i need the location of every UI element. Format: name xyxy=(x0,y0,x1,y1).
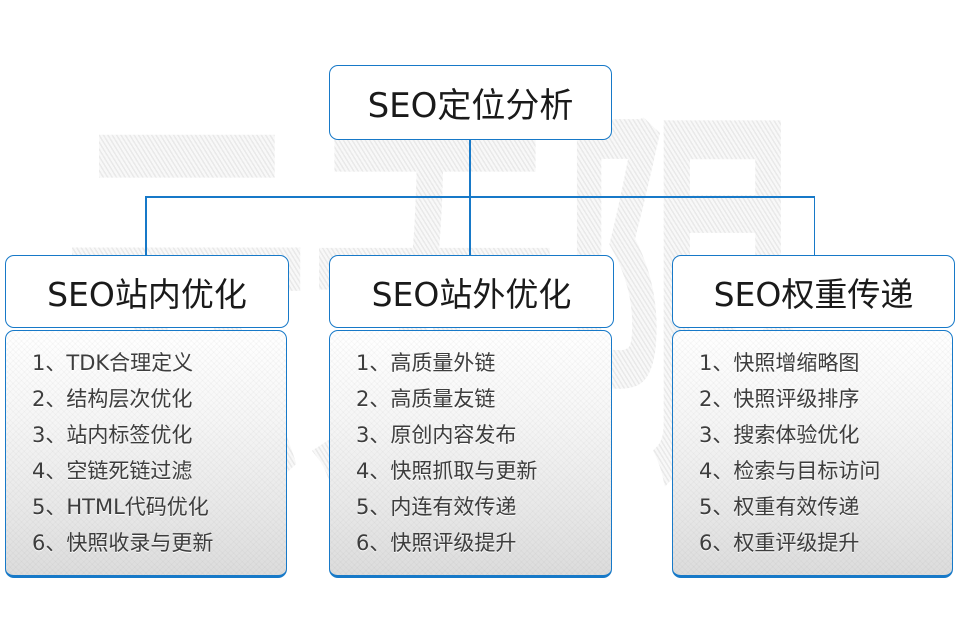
node-onsite-seo-header: SEO站内优化 xyxy=(5,255,289,328)
list-item: 6、权重评级提升 xyxy=(699,531,860,555)
list-item: 3、搜索体验优化 xyxy=(699,423,860,447)
list-item: 5、权重有效传递 xyxy=(699,495,860,519)
list-item: 3、原创内容发布 xyxy=(356,423,517,447)
list-item: 6、快照评级提升 xyxy=(356,531,517,555)
list-item: 3、站内标签优化 xyxy=(32,423,193,447)
list-item: 5、内连有效传递 xyxy=(356,495,517,519)
panel-offsite-list: 1、高质量外链 2、高质量友链 3、原创内容发布 4、快照抓取与更新 5、内连有… xyxy=(329,330,612,578)
connector-stub-offsite xyxy=(469,196,471,256)
node-offsite-seo-header: SEO站外优化 xyxy=(329,255,614,328)
list-item: 1、高质量外链 xyxy=(356,351,496,375)
onsite-header-label: SEO站内优化 xyxy=(47,274,247,314)
list-item: 4、快照抓取与更新 xyxy=(356,459,538,483)
list-item: 6、快照收录与更新 xyxy=(32,531,214,555)
list-item: 4、检索与目标访问 xyxy=(699,459,881,483)
panel-onsite-list: 1、TDK合理定义 2、结构层次优化 3、站内标签优化 4、空链死链过滤 5、H… xyxy=(5,330,287,578)
offsite-header-label: SEO站外优化 xyxy=(371,274,572,314)
list-item: 4、空链死链过滤 xyxy=(32,459,193,483)
connector-stub-onsite xyxy=(145,196,147,256)
connector-stub-weight xyxy=(813,196,815,256)
list-item: 2、结构层次优化 xyxy=(32,387,193,411)
node-weight-transfer-header: SEO权重传递 xyxy=(672,255,955,328)
node-seo-positioning-analysis: SEO定位分析 xyxy=(329,65,612,140)
root-node-label: SEO定位分析 xyxy=(367,86,574,126)
list-item: 1、TDK合理定义 xyxy=(32,351,194,375)
panel-weight-list: 1、快照增缩略图 2、快照评级排序 3、搜索体验优化 4、检索与目标访问 5、权… xyxy=(672,330,953,578)
list-item: 2、高质量友链 xyxy=(356,387,496,411)
list-item: 5、HTML代码优化 xyxy=(32,495,209,519)
list-item: 1、快照增缩略图 xyxy=(699,351,860,375)
list-item: 2、快照评级排序 xyxy=(699,387,860,411)
connector-horizontal xyxy=(145,196,815,198)
connector-root-stem xyxy=(469,138,471,197)
weight-header-label: SEO权重传递 xyxy=(713,274,914,314)
